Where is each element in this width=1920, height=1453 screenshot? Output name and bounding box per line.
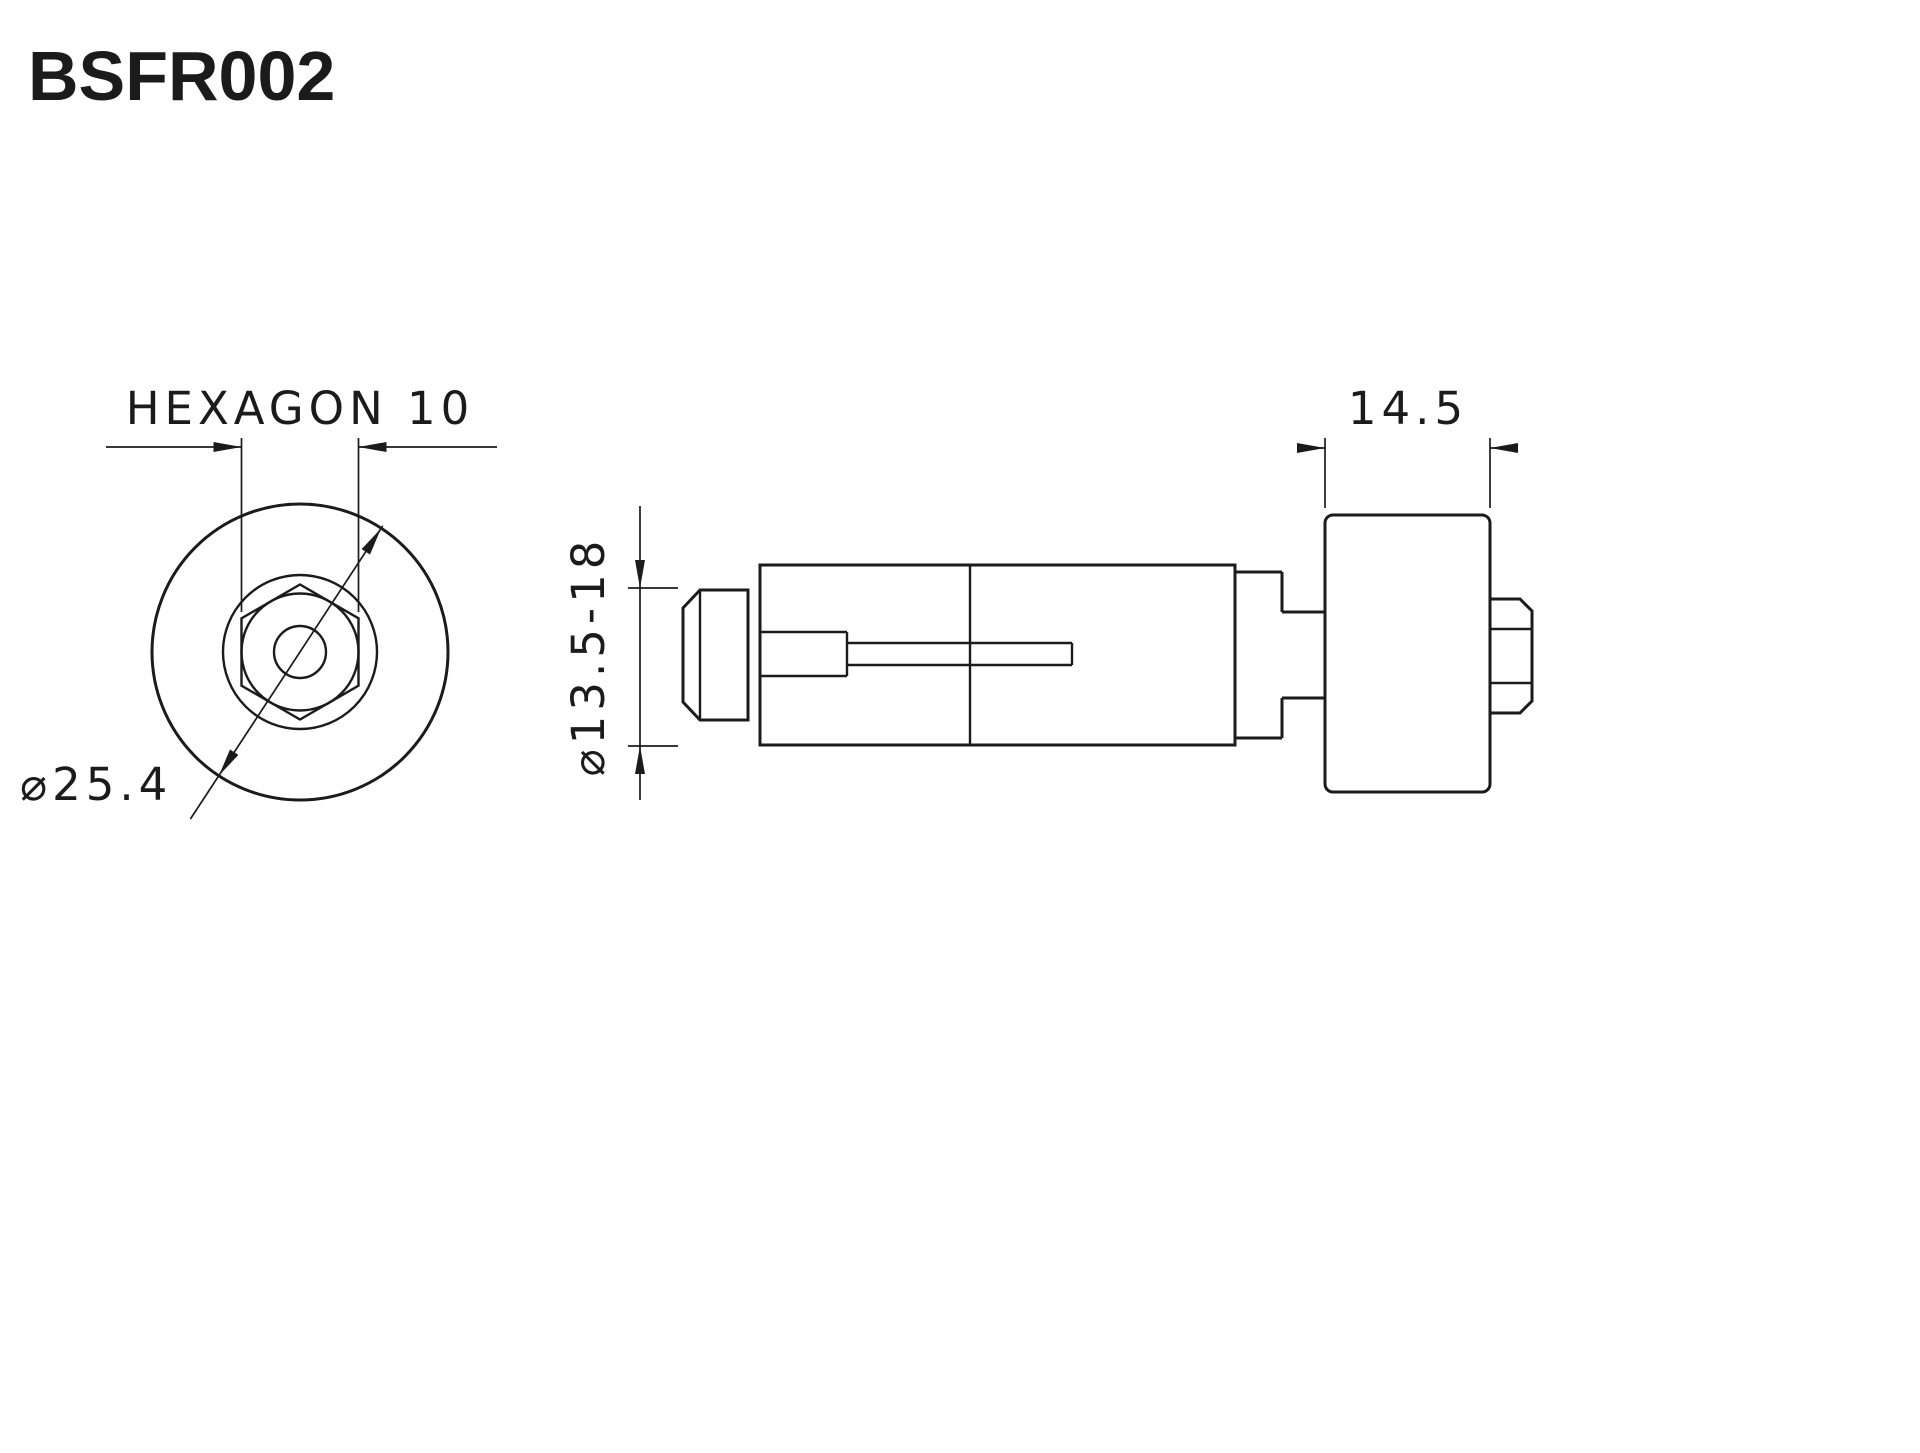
spacer-cylinder [1323, 513, 1492, 794]
center-bore-circle [272, 624, 328, 680]
dimension-spacer-width: 14.5 [1297, 382, 1518, 508]
arrowhead [213, 442, 242, 452]
arrowhead [1297, 443, 1325, 453]
dimension-label-outer-diameter: ⌀25.4 [20, 758, 172, 811]
arrowhead [1490, 443, 1518, 453]
hexagon-socket [240, 583, 360, 721]
sleeve-body [758, 563, 1237, 747]
hex-head [1488, 597, 1534, 715]
front-view [150, 502, 450, 802]
dimension-label-expander-diameter: ⌀13.5-18 [562, 536, 615, 777]
part-number-title: BSFR002 [28, 37, 335, 115]
dimension-label-hexagon: HEXAGON 10 [126, 382, 475, 435]
arrowhead [635, 746, 645, 774]
arrowhead [361, 528, 382, 555]
dimension-hexagon: HEXAGON 10 [106, 382, 497, 612]
expander-cone [681, 588, 750, 722]
outer-circle [150, 502, 450, 802]
side-view [681, 513, 1534, 794]
arrowhead [635, 560, 645, 588]
arrowhead [218, 749, 239, 776]
dimension-label-spacer-width: 14.5 [1348, 382, 1468, 435]
dimension-expander-diameter: ⌀13.5-18 [562, 506, 678, 800]
washer-face-circle [221, 573, 379, 731]
arrowhead [358, 442, 387, 452]
dimension-outer-diameter: ⌀25.4 [20, 525, 384, 820]
